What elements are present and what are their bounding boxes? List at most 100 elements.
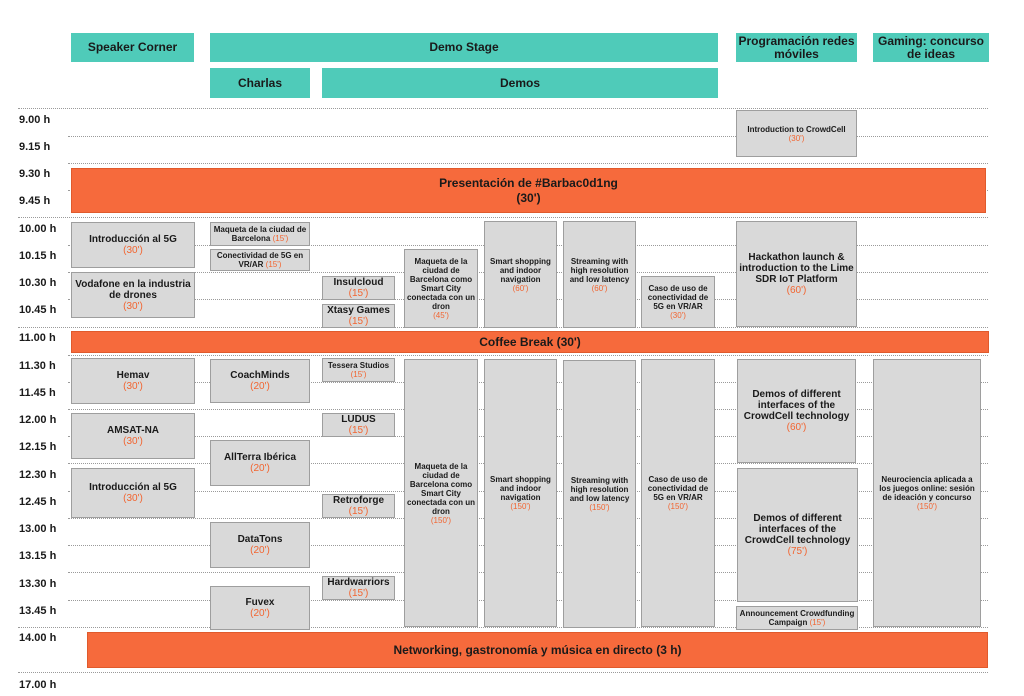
session-caso-pm: Caso de uso de conectividad de 5G en VR/… — [641, 359, 715, 627]
session-duration: (20') — [250, 463, 270, 474]
session-allterra: AllTerra Ibérica (20') — [210, 440, 310, 486]
session-duration: (60') — [512, 283, 529, 293]
time-label: 11.30 h — [19, 360, 56, 372]
session-title: DataTons — [237, 534, 283, 545]
session-duration: (150') — [667, 502, 689, 511]
time-label: 14.00 h — [19, 632, 57, 644]
header-charlas: Charlas — [210, 68, 310, 98]
session-duration: (20') — [250, 608, 270, 619]
session-title: Maqueta de la ciudad de Barcelona como S… — [407, 257, 476, 311]
session-maqueta-charla: Maqueta de la ciudad de Barcelona (15') — [210, 222, 310, 246]
session-amsat: AMSAT-NA (30') — [71, 413, 195, 459]
time-label: 9.15 h — [19, 141, 51, 153]
band-title: Presentación de #Barbac0d1ng — [439, 175, 618, 190]
session-duration: (15') — [348, 506, 369, 517]
session-crowdcell-intro: Introduction to CrowdCell (30') — [736, 110, 857, 157]
session-duration: (60') — [786, 285, 807, 296]
time-label: 10.45 h — [19, 304, 57, 316]
time-label: 9.30 h — [19, 168, 51, 180]
band-networking: Networking, gastronomía y música en dire… — [87, 632, 988, 668]
session-title: Retroforge — [332, 495, 385, 506]
time-label: 9.00 h — [19, 114, 51, 126]
session-title: Streaming with high resolution and low l… — [569, 256, 630, 284]
session-crowdcell-demos-60: Demos of different interfaces of the Cro… — [737, 359, 856, 463]
band-coffee-break: Coffee Break (30') — [71, 331, 989, 353]
time-label: 17.00 h — [19, 679, 57, 691]
session-ludus: LUDUS (15') — [322, 413, 395, 437]
session-duration: (150') — [916, 502, 938, 511]
session-duration: (60') — [591, 283, 608, 293]
band-presentacion: Presentación de #Barbac0d1ng (30') — [71, 168, 986, 213]
session-duration: (75') — [787, 546, 808, 557]
session-neurociencia: Neurociencia aplicada a los juegos onlin… — [873, 359, 981, 627]
session-vodafone: Vodafone en la industria de drones (30') — [71, 272, 195, 318]
session-crowdfunding: Announcement Crowdfunding Campaign (15') — [736, 606, 858, 630]
session-duration: (30') — [123, 381, 143, 392]
session-title: CoachMinds — [230, 370, 290, 381]
session-crowdcell-demos-75: Demos of different interfaces of the Cro… — [737, 468, 858, 602]
header-programacion: Programación redes móviles — [736, 33, 857, 62]
grid-rule — [18, 627, 988, 628]
session-title: Vodafone en la industria de drones — [75, 278, 191, 301]
session-title: Smart shopping and indoor navigation — [490, 475, 551, 502]
time-label: 13.30 h — [19, 578, 57, 590]
session-title: Demos of different interfaces of the Cro… — [744, 513, 851, 546]
session-title: AMSAT-NA — [106, 425, 160, 436]
session-maqueta-am: Maqueta de la ciudad de Barcelona como S… — [404, 249, 478, 328]
session-title: Xtasy Games — [327, 305, 390, 316]
session-coachminds: CoachMinds (20') — [210, 359, 310, 403]
session-hemav: Hemav (30') — [71, 358, 195, 404]
session-title: Hemav — [116, 370, 150, 381]
time-label: 13.45 h — [19, 605, 57, 617]
session-title: Neurociencia aplicada a los juegos onlin… — [879, 475, 975, 502]
session-conectividad-charla: Conectividad de 5G en VR/AR (15') — [210, 249, 310, 271]
session-duration: (150') — [589, 503, 610, 512]
grid-rule — [18, 672, 988, 673]
session-duration: (30') — [123, 300, 143, 312]
session-title: Introducción al 5G — [89, 482, 177, 493]
session-duration: (15') — [350, 370, 367, 379]
session-intro-5g-pm: Introducción al 5G (30') — [71, 468, 195, 518]
session-hackathon: Hackathon launch & introduction to the L… — [736, 221, 857, 327]
session-duration: (20') — [250, 545, 270, 556]
session-shopping-am: Smart shopping and indoor navigation (60… — [484, 221, 557, 328]
time-label: 12.15 h — [19, 441, 57, 453]
session-duration: (30') — [670, 311, 686, 320]
band-duration: (30') — [516, 190, 541, 205]
session-duration: (60') — [786, 422, 807, 433]
session-duration: (30') — [123, 436, 143, 447]
session-streaming-pm: Streaming with high resolution and low l… — [563, 360, 636, 628]
session-duration: (15') — [348, 288, 369, 299]
session-title: Introducción al 5G — [89, 234, 177, 245]
session-intro-5g-am: Introducción al 5G (30') — [71, 222, 195, 268]
grid-rule — [18, 108, 988, 109]
session-hardwarriors: Hardwarriors (15') — [322, 576, 395, 600]
session-insulcloud: Insulcloud (15') — [322, 276, 395, 300]
session-title: Announcement Crowdfunding Campaign (15') — [739, 609, 855, 627]
session-caso-am: Caso de uso de conectividad de 5G en VR/… — [641, 276, 715, 328]
time-label: 11.00 h — [19, 332, 56, 344]
session-datatons: DataTons (20') — [210, 522, 310, 568]
time-label: 12.00 h — [19, 414, 57, 426]
session-fuvex: Fuvex (20') — [210, 586, 310, 630]
header-demos: Demos — [322, 68, 718, 98]
session-title: Smart shopping and indoor navigation — [490, 256, 551, 284]
time-label: 10.15 h — [19, 250, 57, 262]
session-streaming-am: Streaming with high resolution and low l… — [563, 221, 636, 328]
time-label: 11.45 h — [19, 387, 56, 399]
time-label: 12.30 h — [19, 469, 57, 481]
grid-rule — [68, 163, 988, 164]
session-duration: (15') — [348, 316, 369, 327]
session-title: AllTerra Ibérica — [223, 452, 297, 463]
time-label: 9.45 h — [19, 195, 51, 207]
session-tessera: Tessera Studios (15') — [322, 358, 395, 382]
session-title: Introduction to CrowdCell — [747, 124, 846, 134]
grid-rule — [68, 136, 988, 137]
session-title: Hardwarriors — [327, 577, 390, 588]
time-label: 10.30 h — [19, 277, 57, 289]
session-maqueta-pm: Maqueta de la ciudad de Barcelona como S… — [404, 359, 478, 627]
session-duration: (150') — [510, 502, 531, 511]
session-title: LUDUS — [341, 414, 376, 425]
header-demo-stage: Demo Stage — [210, 33, 718, 62]
time-label: 13.00 h — [19, 523, 57, 535]
